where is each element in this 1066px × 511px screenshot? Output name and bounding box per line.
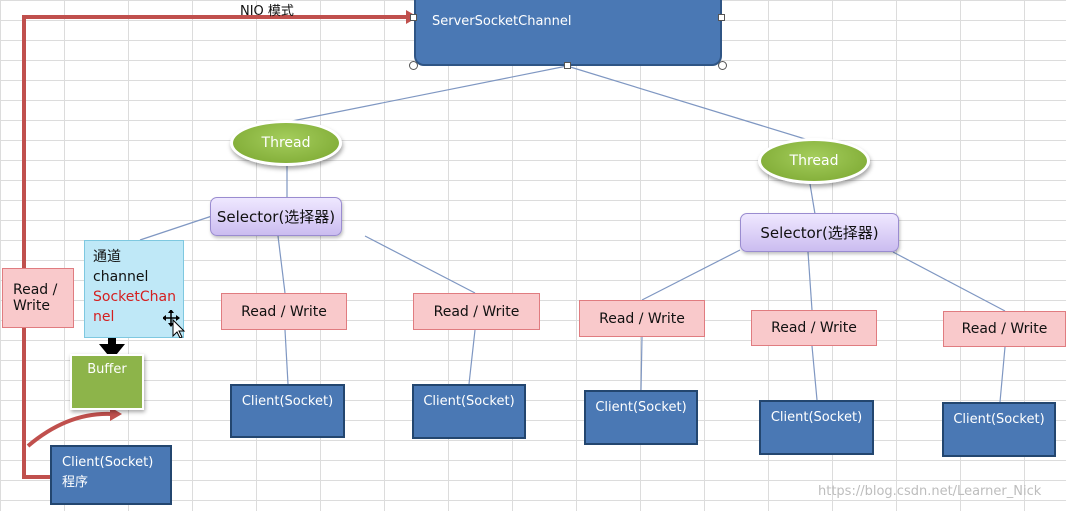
client-socket-3[interactable]: Client(Socket)	[584, 390, 698, 445]
resize-handle[interactable]	[718, 14, 725, 21]
selector-label: Selector(选择器)	[760, 224, 879, 242]
client-socket-label: Client(Socket)	[770, 410, 863, 425]
left-read-write[interactable]: Read / Write	[2, 268, 74, 328]
channel-line-3: SocketChannel	[93, 289, 176, 325]
line-selector-rw-5	[892, 251, 1006, 312]
client-socket-2[interactable]: Client(Socket)	[412, 384, 526, 439]
read-write-1[interactable]: Read / Write	[221, 293, 347, 330]
resize-handle[interactable]	[409, 61, 418, 70]
client-socket-label: Client(Socket)	[423, 394, 515, 409]
line-thread-selector-2	[809, 183, 816, 215]
client-socket-label: Client(Socket)	[953, 412, 1045, 427]
selector-1[interactable]: Selector(选择器)	[210, 197, 342, 236]
red-connector-arrow	[22, 10, 418, 479]
left-read-write-line-1: Read /	[13, 282, 58, 298]
client-program-box[interactable]: Client(Socket) 程序	[50, 445, 172, 505]
client-socket-1[interactable]: Client(Socket)	[230, 384, 345, 438]
read-write-label: Read / Write	[771, 320, 857, 336]
server-socket-channel-label: ServerSocketChannel	[432, 14, 572, 29]
line-selector-channel	[139, 215, 213, 241]
channel-line-2: channel	[93, 269, 149, 285]
selector-label: Selector(选择器)	[216, 208, 336, 226]
buffer-label: Buffer	[87, 362, 127, 377]
watermark-text: https://blog.csdn.net/Learner_Nick	[818, 484, 1042, 499]
client-socket-4[interactable]: Client(Socket)	[759, 400, 874, 455]
line-selector-rw-4	[807, 251, 813, 311]
client-program-line-2: 程序	[62, 475, 89, 490]
read-write-2[interactable]: Read / Write	[413, 293, 540, 330]
client-socket-label: Client(Socket)	[595, 400, 687, 415]
line-rw-client-4	[811, 345, 818, 401]
resize-handle[interactable]	[410, 14, 417, 21]
server-socket-channel[interactable]: ServerSocketChannel	[414, 0, 722, 66]
read-write-5[interactable]: Read / Write	[943, 311, 1066, 347]
client-socket-5[interactable]: Client(Socket)	[942, 402, 1056, 457]
line-rw-client-1	[284, 329, 289, 385]
line-server-thread-1	[286, 65, 568, 123]
read-write-label: Read / Write	[433, 303, 520, 320]
line-server-thread-2	[566, 65, 816, 143]
read-write-4[interactable]: Read / Write	[751, 310, 877, 346]
line-rw-client-3	[640, 336, 643, 391]
line-selector-rw-1	[277, 235, 286, 294]
read-write-label: Read / Write	[961, 321, 1048, 337]
read-write-label: Read / Write	[241, 303, 327, 320]
diagram-title: NIO 模式	[240, 4, 294, 19]
thread-1[interactable]: Thread	[230, 120, 342, 166]
move-cursor-icon	[162, 309, 189, 342]
channel-line-1: 通道	[93, 249, 121, 265]
thread-label: Thread	[789, 153, 839, 169]
resize-handle[interactable]	[718, 61, 727, 70]
channel-box[interactable]: 通道 channel SocketChannel	[84, 240, 184, 338]
thread-label: Thread	[261, 135, 311, 151]
read-write-label: Read / Write	[599, 310, 685, 327]
left-read-write-line-2: Write	[13, 298, 50, 314]
line-selector-rw-2	[364, 235, 476, 294]
selector-2[interactable]: Selector(选择器)	[740, 213, 899, 252]
client-socket-label: Client(Socket)	[241, 394, 334, 409]
line-selector-rw-3	[641, 249, 741, 301]
line-rw-client-2	[468, 329, 476, 385]
resize-handle[interactable]	[564, 62, 571, 69]
thread-2[interactable]: Thread	[758, 138, 870, 184]
read-write-3[interactable]: Read / Write	[579, 300, 705, 337]
line-rw-client-5	[999, 346, 1006, 403]
client-program-line-1: Client(Socket)	[62, 455, 154, 470]
buffer-box[interactable]: Buffer	[70, 354, 144, 410]
